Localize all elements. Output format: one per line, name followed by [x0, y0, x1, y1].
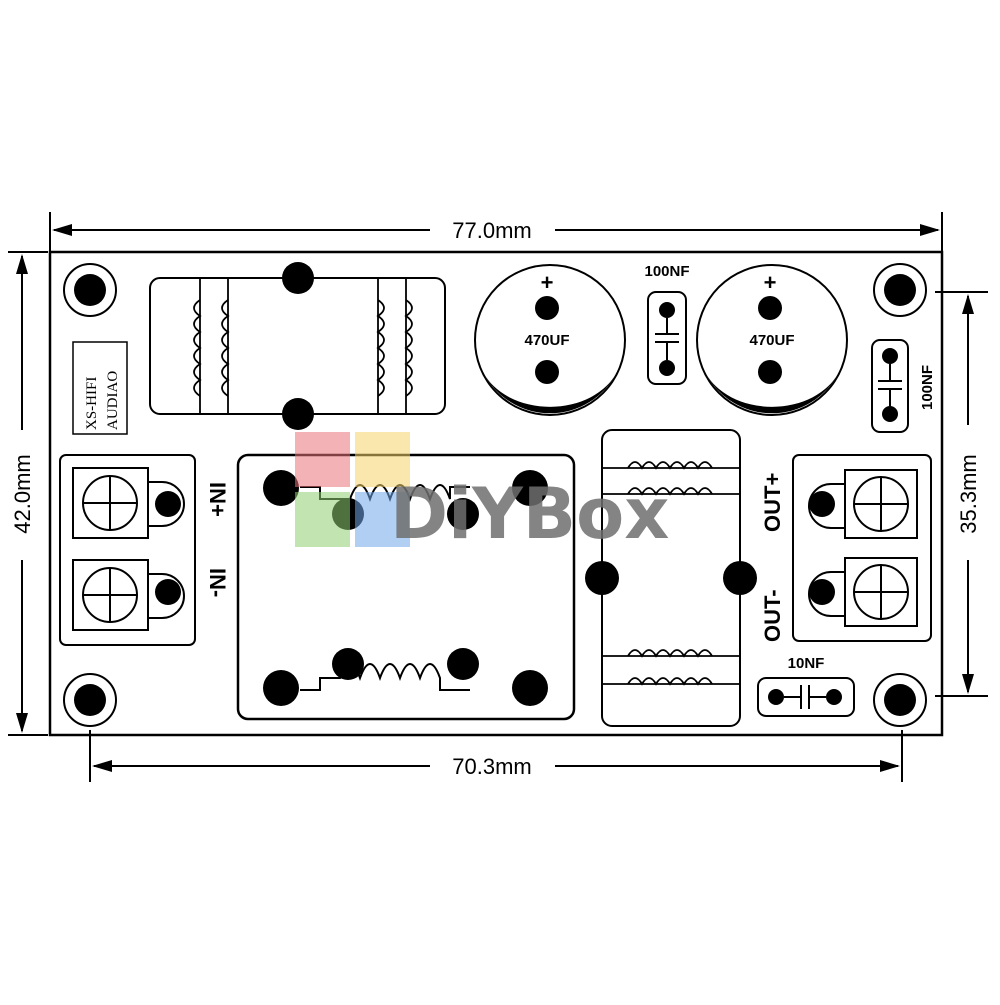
dim-width-bottom: 70.3mm — [452, 754, 531, 779]
film-cap-right-side: 100NF — [871, 339, 936, 433]
dim-height-right: 35.3mm — [956, 454, 981, 533]
board-outline — [48, 250, 944, 737]
film-cap-bottom-right: 10NF — [757, 655, 855, 717]
output-screw-bottom — [808, 557, 918, 627]
label-out-plus: OUT+ — [760, 473, 785, 532]
input-terminal-block — [59, 454, 196, 646]
label-in-plus: IN+ — [205, 482, 230, 517]
electrolytic-cap-left: + 470UF — [474, 264, 626, 416]
choke-pad-bottom — [282, 398, 314, 430]
watermark-text: DiYBox — [390, 473, 669, 555]
electrolytic-cap-right: + 470UF — [696, 264, 848, 416]
choke-pad-top — [282, 262, 314, 294]
output-terminal-block — [792, 454, 932, 642]
dim-width-top: 77.0mm — [452, 218, 531, 243]
choke-top-left — [149, 262, 446, 430]
cap-right-side-value: 100NF — [919, 365, 936, 410]
cap-top-mid-value: 100NF — [644, 263, 689, 280]
label-out-minus: OUT- — [760, 589, 785, 642]
cap-left-value: 470UF — [524, 332, 569, 349]
mounting-holes — [63, 263, 927, 727]
mounting-hole-top-right — [873, 263, 927, 317]
common-mode-choke-center — [236, 453, 576, 721]
choke-right — [585, 429, 757, 727]
label-in-minus: IN- — [205, 568, 230, 597]
film-cap-top-mid: 100NF — [644, 263, 690, 385]
dim-height-left: 42.0mm — [10, 454, 35, 533]
input-screw-top — [72, 467, 185, 539]
cap-right-plus: + — [764, 270, 777, 295]
dimension-lines — [8, 212, 988, 782]
input-screw-bottom — [72, 559, 185, 631]
brand-line1: XS-HIFI — [84, 377, 100, 430]
cap-bottom-right-value: 10NF — [788, 655, 825, 672]
mounting-hole-top-left — [63, 263, 117, 317]
output-screw-top — [808, 469, 918, 539]
brand-label: XS-HIFI AUDIAO — [72, 341, 128, 435]
watermark-logo: DiYBox — [295, 432, 669, 555]
cap-right-value: 470UF — [749, 332, 794, 349]
mounting-hole-bottom-right — [873, 673, 927, 727]
cap-left-plus: + — [541, 270, 554, 295]
brand-line2: AUDIAO — [105, 371, 121, 430]
mounting-hole-bottom-left — [63, 673, 117, 727]
